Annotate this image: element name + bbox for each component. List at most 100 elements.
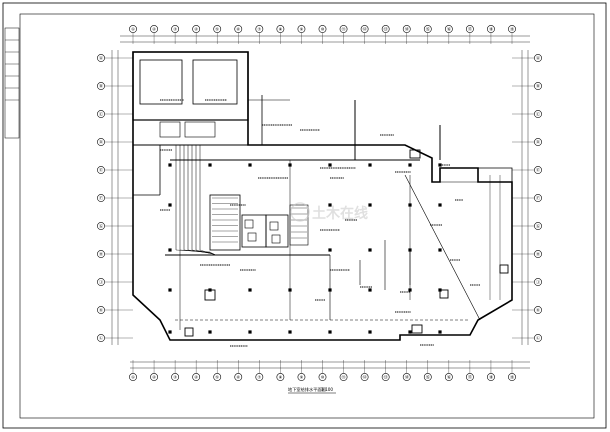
core-area: [209, 194, 309, 251]
grid-bubble-bottom-3: ③: [171, 373, 180, 381]
grid-bubble-left-11: Ⓛ: [97, 334, 105, 342]
grid-bubble-right-4: Ⓓ: [534, 138, 542, 146]
grid-bubble-right-7: Ⓖ: [534, 222, 542, 230]
left-strip-rows: [5, 39, 19, 101]
grid-bubble-top-label: ⑱: [489, 26, 493, 32]
column: [328, 330, 332, 334]
pump-room: [133, 121, 248, 196]
grid-bubble-bottom-18: ⑱: [487, 373, 495, 381]
grid-bubble-top-18: ⑱: [487, 25, 495, 33]
grid-bubble-bottom-label: ⑪: [342, 374, 346, 380]
grid-bubble-bottom-2: ②: [150, 373, 158, 381]
grid-bubble-right-8: Ⓗ: [534, 250, 542, 258]
column: [368, 248, 372, 252]
grid-bubble-left-2: Ⓑ: [97, 82, 105, 90]
grid-bubble-left-label: Ⓔ: [99, 167, 103, 173]
grid-bubble-bottom-label: ⑧: [279, 375, 283, 380]
pipe-bundle: [175, 145, 217, 256]
grid-bubble-top-17: ⑰: [465, 25, 474, 33]
column: [368, 203, 372, 207]
grid-bubble-left-label: Ⓖ: [99, 223, 103, 229]
grid-bubble-right-label: Ⓚ: [536, 307, 540, 313]
column: [208, 330, 212, 334]
grid-bubble-right-label: Ⓐ: [536, 55, 540, 61]
grid-bubble-top-label: ⑭: [405, 26, 409, 32]
grid-bubble-left-label: Ⓛ: [99, 335, 103, 341]
grid-bubble-right-11: Ⓛ: [534, 334, 542, 342]
grid-bubble-top-15: ⑮: [423, 25, 432, 33]
grid-bubble-right-6: Ⓕ: [534, 194, 542, 202]
grid-bubble-left-3: Ⓒ: [97, 110, 105, 118]
grid-bubble-bottom-16: ⑯: [444, 373, 453, 381]
column: [368, 163, 372, 167]
grid-bubble-right-label: Ⓛ: [536, 335, 540, 341]
sump-pits: [184, 149, 509, 337]
grid-bubble-left-label: Ⓚ: [99, 307, 103, 313]
column: [168, 330, 172, 334]
column: [248, 330, 252, 334]
grid-bubble-bottom-label: ⑥: [236, 375, 240, 380]
grid-bubble-right-label: Ⓒ: [536, 111, 540, 117]
grid-bubble-top-19: ⑲: [508, 25, 516, 33]
column: [328, 163, 332, 167]
grid-bubble-left-label: Ⓙ: [99, 279, 103, 285]
water-tank-right: [192, 59, 238, 105]
left-title-strip: [4, 27, 20, 139]
top-dimension-lines: [120, 35, 530, 43]
grid-bubble-top-label: ④: [194, 27, 198, 32]
grid-bubble-left-10: Ⓚ: [97, 306, 105, 314]
grid-bubble-bottom-15: ⑮: [423, 373, 432, 381]
pipe-runs: [165, 95, 481, 330]
grid-bubble-bottom-14: ⑭: [402, 373, 411, 381]
grid-bubble-bottom-5: ⑤: [213, 373, 222, 381]
column: [248, 288, 252, 292]
grid-bubble-bottom-label: ④: [194, 375, 198, 380]
grid-bubble-left-label: Ⓓ: [99, 139, 103, 145]
grid-bubble-right-label: Ⓗ: [536, 251, 540, 257]
grid-bubble-bottom-label: ⑲: [510, 374, 514, 380]
grid-bubble-bottom-17: ⑰: [465, 373, 474, 381]
grid-bubble-bottom-label: ⑩: [321, 375, 325, 380]
grid-bubble-bottom-label: ⑯: [447, 374, 451, 380]
grid-bubble-top-label: ③: [173, 27, 177, 32]
grid-bubble-bottom-7: ⑦: [255, 373, 264, 381]
grid-bubble-top-5: ⑤: [213, 25, 222, 33]
grid-bubble-top-12: ⑫: [360, 25, 369, 33]
grid-bubble-bottom-label: ⑨: [300, 375, 304, 380]
grid-bubble-top-11: ⑪: [339, 25, 348, 33]
grid-bubble-bottom-9: ⑨: [297, 373, 306, 381]
grid-bubble-top-3: ③: [171, 25, 180, 33]
grid-bubble-bottom-1: ①: [129, 373, 137, 381]
grid-bubble-right-10: Ⓚ: [534, 306, 542, 314]
grid-bubble-bottom-label: ②: [152, 375, 156, 380]
column: [168, 203, 172, 207]
grid-bubble-left-label: Ⓗ: [99, 251, 103, 257]
column: [438, 330, 442, 334]
drawing-scale: 1:100: [321, 387, 333, 392]
column: [438, 203, 442, 207]
column: [438, 248, 442, 252]
grid-bubble-bottom-8: ⑧: [276, 373, 285, 381]
right-dimension-lines: [521, 50, 529, 345]
column: [368, 330, 372, 334]
left-dimension-lines: [111, 50, 119, 345]
grid-bubble-bottom-label: ⑮: [426, 374, 430, 380]
grid-bubble-top-label: ⑬: [384, 26, 388, 32]
sheet-inner-frame: [19, 13, 595, 419]
grid-bubble-bottom-13: ⑬: [381, 373, 390, 381]
grid-bubble-right-9: Ⓙ: [534, 278, 542, 286]
grid-bubble-right-1: Ⓐ: [534, 54, 542, 62]
grid-bubble-right-label: Ⓓ: [536, 139, 540, 145]
grid-bubble-top-14: ⑭: [402, 25, 411, 33]
grid-bubble-bottom-6: ⑥: [234, 373, 243, 381]
grid-bubble-left-1: Ⓐ: [97, 54, 105, 62]
structural-columns: [168, 163, 442, 334]
grid-bubble-bottom-label: ⑤: [215, 375, 219, 380]
grid-bubble-right-label: Ⓖ: [536, 223, 540, 229]
building-outline: [132, 51, 513, 341]
stair-treads: [212, 197, 307, 243]
grid-bubble-top-label: ⑤: [215, 27, 219, 32]
grid-bubble-top-label: ①: [131, 27, 135, 32]
